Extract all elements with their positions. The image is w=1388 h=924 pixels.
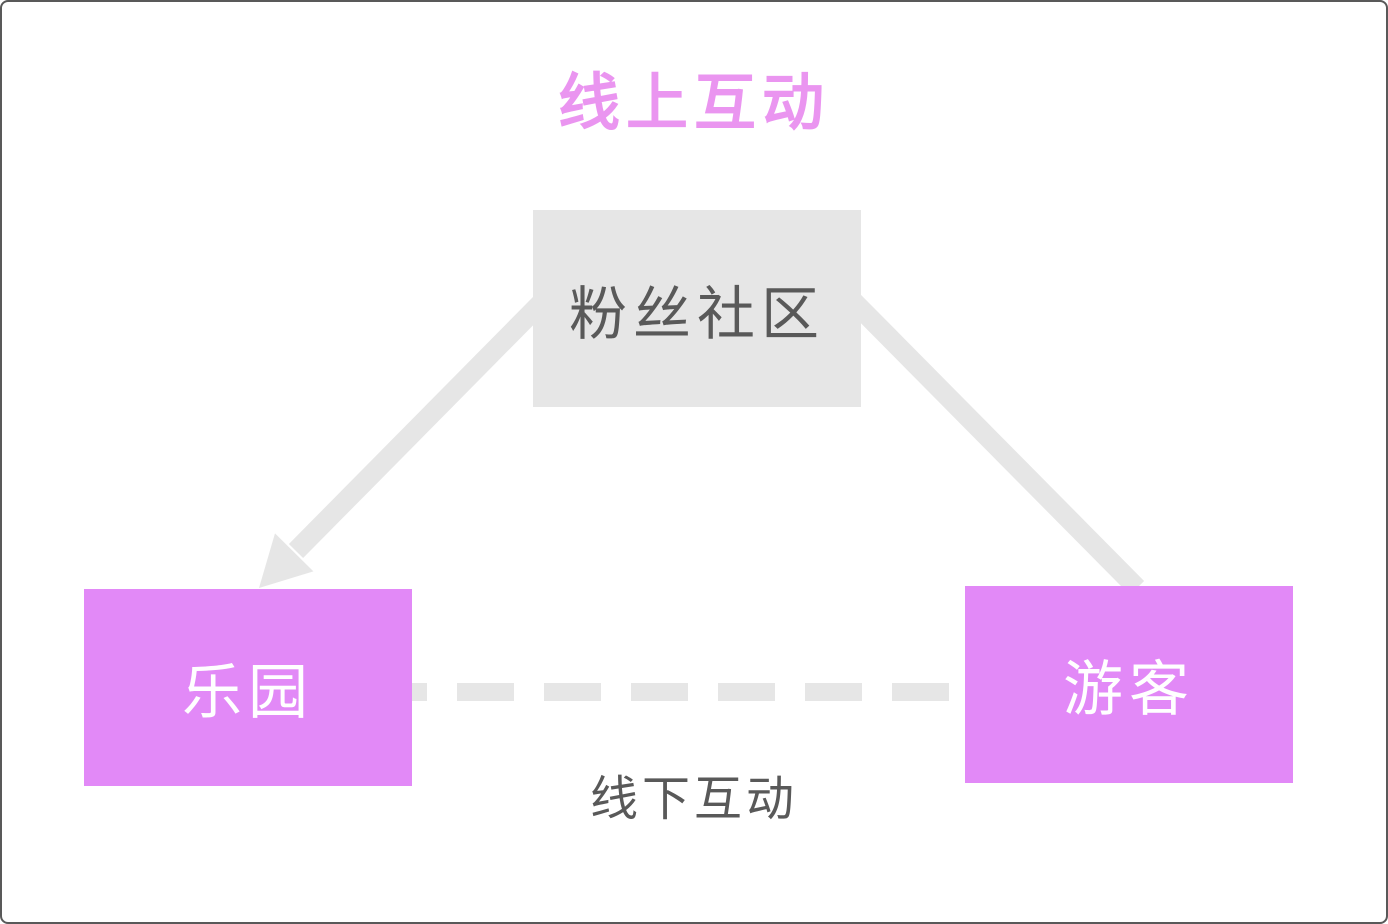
node-visitor-label: 游客: [1063, 656, 1195, 723]
node-fan-community-label: 粉丝社区: [568, 281, 825, 347]
offline-interaction-label: 线下互动: [589, 773, 798, 826]
page-title: 线上互动: [557, 69, 830, 138]
edge-community-to-park-line: [288, 289, 555, 559]
node-fan-community: 粉丝社区: [533, 210, 861, 407]
node-visitor: 游客: [965, 586, 1293, 783]
node-park: 乐园: [84, 589, 412, 786]
node-park-label: 乐园: [182, 659, 314, 726]
edge-community-to-visitor-line: [844, 292, 1145, 596]
arrowhead-icon: [259, 533, 314, 588]
